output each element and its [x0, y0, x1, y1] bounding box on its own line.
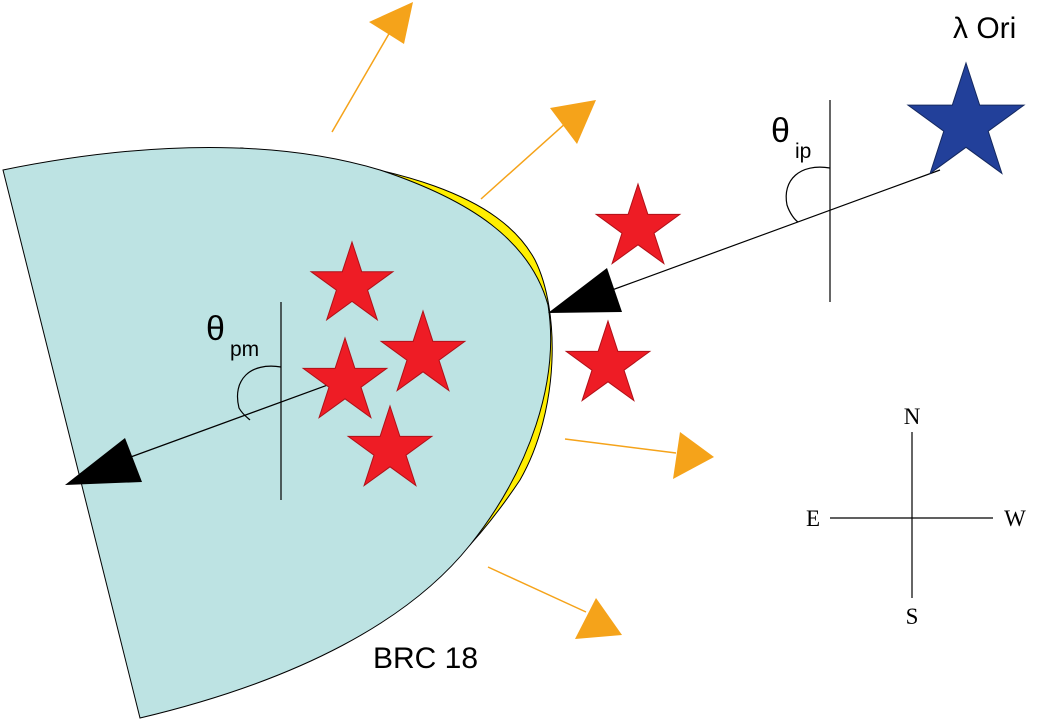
theta-pm-symbol: θ	[206, 310, 225, 348]
compass-east: E	[806, 506, 820, 531]
pm-arrowhead	[65, 438, 142, 485]
cloud-body	[2, 147, 552, 719]
young-star-4	[346, 404, 434, 487]
ip-arrowhead	[548, 268, 622, 313]
compass-west: W	[1004, 506, 1026, 531]
young-star-3	[301, 336, 389, 419]
gas-flow-arrows	[331, 2, 714, 639]
ionizing-star-lambda-ori	[906, 61, 1026, 175]
pm-angle-arc	[237, 365, 282, 421]
young-star-1	[309, 240, 395, 322]
ip-angle-arc	[785, 166, 831, 223]
flow-arrow-1	[331, 2, 413, 133]
young-star-2	[379, 309, 467, 392]
young-stars	[301, 182, 682, 487]
compass-south: S	[906, 604, 919, 629]
theta-ip-subscript: ip	[795, 140, 811, 163]
pm-vector-line	[127, 374, 356, 459]
theta-ip-symbol: θ	[771, 112, 790, 150]
young-star-5	[594, 182, 682, 265]
compass: N S E W	[806, 404, 1026, 629]
proper-motion-vector: θ pm	[65, 302, 356, 500]
ionizing-star-label: λ Ori	[953, 12, 1016, 45]
compass-north: N	[904, 404, 921, 429]
ionizing-direction-vector: θ ip	[548, 100, 941, 313]
flow-arrow-4	[487, 566, 622, 639]
ip-vector-line	[611, 169, 941, 291]
theta-pm-subscript: pm	[230, 338, 259, 361]
flow-arrow-3	[564, 432, 714, 479]
cloud-label: BRC 18	[373, 642, 478, 675]
young-star-6	[564, 319, 652, 402]
flow-arrow-2	[480, 100, 596, 200]
